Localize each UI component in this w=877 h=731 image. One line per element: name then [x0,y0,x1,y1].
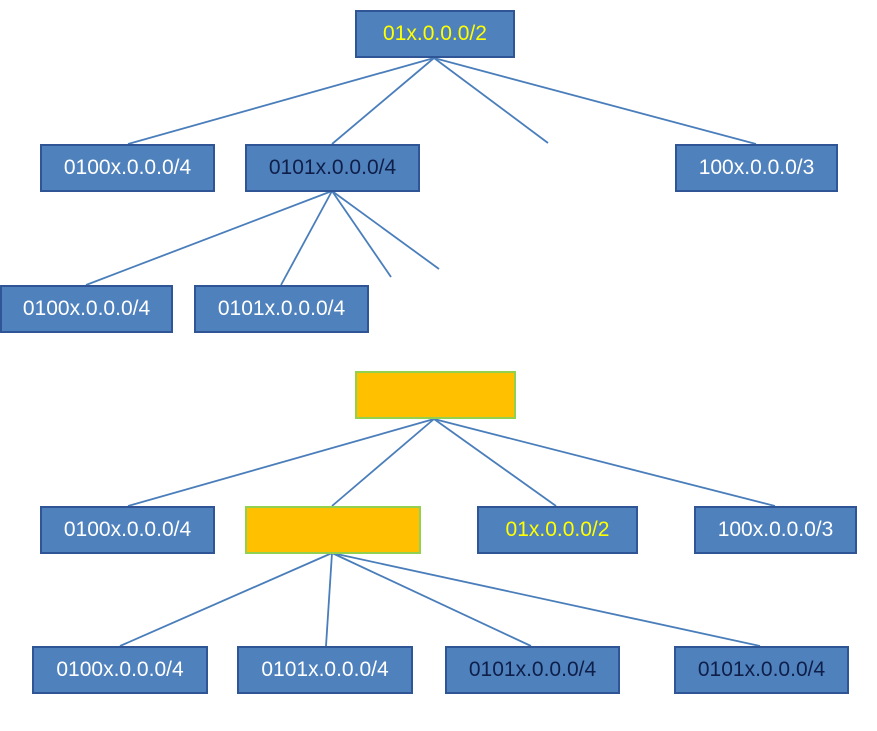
bottom-leaf-0101-a: 0101x.0.0.0/4 [237,646,413,694]
edge-bottom-root-to-100 [433,418,776,507]
top-node-0100: 0100x.0.0.0/4 [40,144,215,192]
bottom-node-highlighted [245,506,421,554]
bottom-leaf-0101-b: 0101x.0.0.0/4 [445,646,620,694]
top-node-100: 100x.0.0.0/3 [675,144,838,192]
bottom-node-100: 100x.0.0.0/3 [694,506,857,554]
edge-bottom-root-to-01x [433,418,557,507]
bottom-leaf-0101-c: 0101x.0.0.0/4 [674,646,849,694]
edge-top-0101-stub-1 [331,190,392,278]
edge-bottom-highlight-to-0100 [119,552,333,647]
bottom-root-node-highlighted [355,371,516,419]
top-leaf-0100: 0100x.0.0.0/4 [0,285,173,333]
edge-top-0101-to-0100 [85,190,333,286]
bottom-node-0100: 0100x.0.0.0/4 [40,506,215,554]
edge-top-root-stub [433,57,549,144]
edge-top-root-to-0101 [331,57,435,145]
edge-top-0101-stub-2 [331,190,440,270]
edge-bottom-highlight-to-0101-a [325,552,333,647]
top-node-0101: 0101x.0.0.0/4 [245,144,420,192]
bottom-node-01x: 01x.0.0.0/2 [477,506,638,554]
edge-bottom-highlight-to-0101-c [331,552,761,647]
edge-top-root-to-100 [433,57,757,145]
edge-bottom-root-to-highlight [331,418,435,507]
top-root-node: 01x.0.0.0/2 [355,10,515,58]
edge-top-0101-to-0101 [280,190,333,286]
edge-bottom-root-to-0100 [127,418,435,507]
edge-bottom-highlight-to-0101-b [331,552,532,647]
bottom-leaf-0100: 0100x.0.0.0/4 [32,646,208,694]
top-leaf-0101: 0101x.0.0.0/4 [194,285,369,333]
edge-top-root-to-0100 [127,57,435,145]
